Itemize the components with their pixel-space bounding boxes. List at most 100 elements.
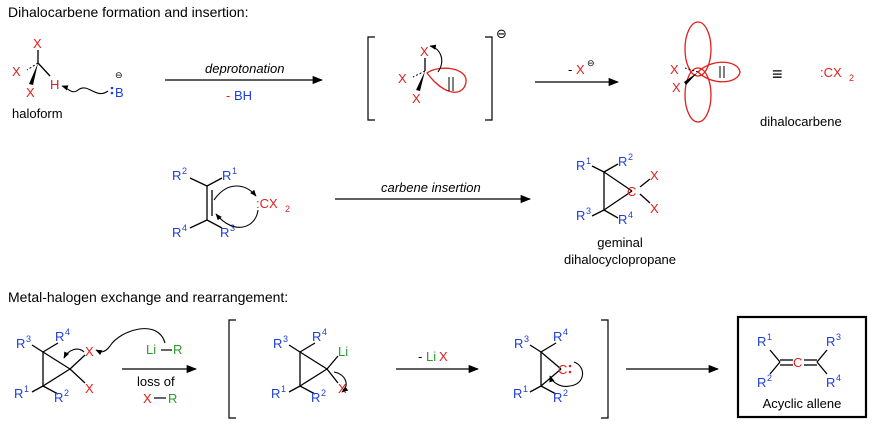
svg-text:R: R xyxy=(271,386,280,401)
svg-text:C: C xyxy=(558,362,567,377)
svg-text:X: X xyxy=(576,62,585,77)
svg-text:-: - xyxy=(418,349,422,364)
svg-text:X: X xyxy=(398,71,407,86)
svg-text:Li: Li xyxy=(338,344,348,359)
arrow-loss-of-halide: - X ⊖ xyxy=(535,58,620,87)
svg-text:2: 2 xyxy=(563,388,568,398)
svg-text:1: 1 xyxy=(24,384,29,394)
svg-text:3: 3 xyxy=(26,334,31,344)
svg-text:R: R xyxy=(222,168,231,183)
svg-text:R: R xyxy=(618,212,627,227)
svg-text::CX: :CX xyxy=(256,196,278,211)
svg-text:R: R xyxy=(757,334,766,349)
svg-text:R: R xyxy=(54,390,63,405)
svg-text:R: R xyxy=(311,390,320,405)
svg-text:R: R xyxy=(173,342,182,357)
equivalence-sign: ≡ xyxy=(772,64,783,84)
svg-text:R: R xyxy=(14,386,23,401)
svg-text:2: 2 xyxy=(767,373,772,383)
section-title-exchange: Metal-halogen exchange and rearrangement… xyxy=(8,289,288,305)
svg-text:X: X xyxy=(412,91,421,106)
svg-text:2: 2 xyxy=(628,152,633,162)
dihalocyclopropane-label: dihalocyclopropane xyxy=(564,252,676,267)
svg-text:4: 4 xyxy=(563,327,568,337)
haloform-molecule: X X X H B ⊖ xyxy=(12,36,124,100)
svg-text:R: R xyxy=(312,329,321,344)
svg-text:X: X xyxy=(85,381,94,396)
svg-text:-: - xyxy=(568,62,572,77)
svg-text:3: 3 xyxy=(586,206,591,216)
svg-text:3: 3 xyxy=(524,334,529,344)
svg-text:C: C xyxy=(627,184,636,199)
svg-text:R: R xyxy=(55,329,64,344)
arrow-metal-halogen-exchange: loss of X R xyxy=(122,364,198,406)
svg-text:X: X xyxy=(672,80,681,95)
svg-text:C: C xyxy=(793,355,802,370)
svg-text:1: 1 xyxy=(281,384,286,394)
carbene-formula: :CX 2 xyxy=(820,65,854,83)
svg-text:4: 4 xyxy=(628,210,633,220)
svg-text:⊖: ⊖ xyxy=(115,70,123,80)
svg-text:2: 2 xyxy=(849,73,854,83)
svg-text:2: 2 xyxy=(182,166,187,176)
svg-text:3: 3 xyxy=(836,332,841,342)
svg-text:4: 4 xyxy=(322,327,327,337)
svg-text:3: 3 xyxy=(283,334,288,344)
svg-text:2: 2 xyxy=(64,388,69,398)
dihalocarbene-label: dihalocarbene xyxy=(760,114,842,129)
svg-text:R: R xyxy=(576,158,585,173)
svg-text:loss of: loss of xyxy=(137,374,175,389)
arrow-loss-of-lix: - Li X xyxy=(396,349,480,374)
geminal-label: geminal xyxy=(597,235,643,250)
svg-text:R: R xyxy=(576,208,585,223)
svg-text::CX: :CX xyxy=(820,65,842,80)
allene-label: Acyclic allene xyxy=(763,396,842,411)
svg-text:X: X xyxy=(33,36,42,51)
svg-text:R: R xyxy=(514,336,523,351)
arrow-carbene-insertion: carbene insertion xyxy=(335,180,532,204)
svg-text:R: R xyxy=(553,329,562,344)
svg-text:R: R xyxy=(172,168,181,183)
svg-text:Li: Li xyxy=(146,342,156,357)
svg-text:X: X xyxy=(143,391,152,406)
svg-text:1: 1 xyxy=(232,166,237,176)
svg-text:⊖: ⊖ xyxy=(587,58,595,68)
svg-text:carbene insertion: carbene insertion xyxy=(381,180,481,195)
arrow-deprotonation: deprotonation - BH xyxy=(165,61,324,103)
svg-text:R: R xyxy=(757,375,766,390)
svg-text:4: 4 xyxy=(65,327,70,337)
svg-text:Li: Li xyxy=(426,349,436,364)
svg-text:R: R xyxy=(826,334,835,349)
dihalocarbene-molecule: X X xyxy=(670,21,741,123)
svg-text:H: H xyxy=(50,77,59,92)
svg-text:deprotonation: deprotonation xyxy=(205,61,285,76)
svg-text:R: R xyxy=(553,390,562,405)
svg-text:R: R xyxy=(513,386,522,401)
svg-text:1: 1 xyxy=(586,156,591,166)
svg-text:4: 4 xyxy=(182,223,187,233)
svg-text:2: 2 xyxy=(285,204,290,214)
svg-text:R: R xyxy=(618,154,627,169)
svg-text:X: X xyxy=(650,201,659,216)
section-title-carbene: Dihalocarbene formation and insertion: xyxy=(8,4,248,20)
svg-text:X: X xyxy=(670,62,679,77)
svg-text:1: 1 xyxy=(767,332,772,342)
svg-text:X: X xyxy=(439,349,448,364)
svg-text:BH: BH xyxy=(234,88,252,103)
svg-text:4: 4 xyxy=(836,373,841,383)
svg-text:R: R xyxy=(168,391,177,406)
trihalomethyl-anion: ⊖ X X X xyxy=(367,26,507,121)
svg-text:X: X xyxy=(420,44,429,59)
svg-text:B: B xyxy=(115,85,124,100)
svg-text:2: 2 xyxy=(321,388,326,398)
svg-text:⊖: ⊖ xyxy=(496,26,507,41)
svg-text:X: X xyxy=(12,64,21,79)
svg-text:-: - xyxy=(226,88,230,103)
haloform-label: haloform xyxy=(12,106,63,121)
svg-text:X: X xyxy=(26,85,35,100)
